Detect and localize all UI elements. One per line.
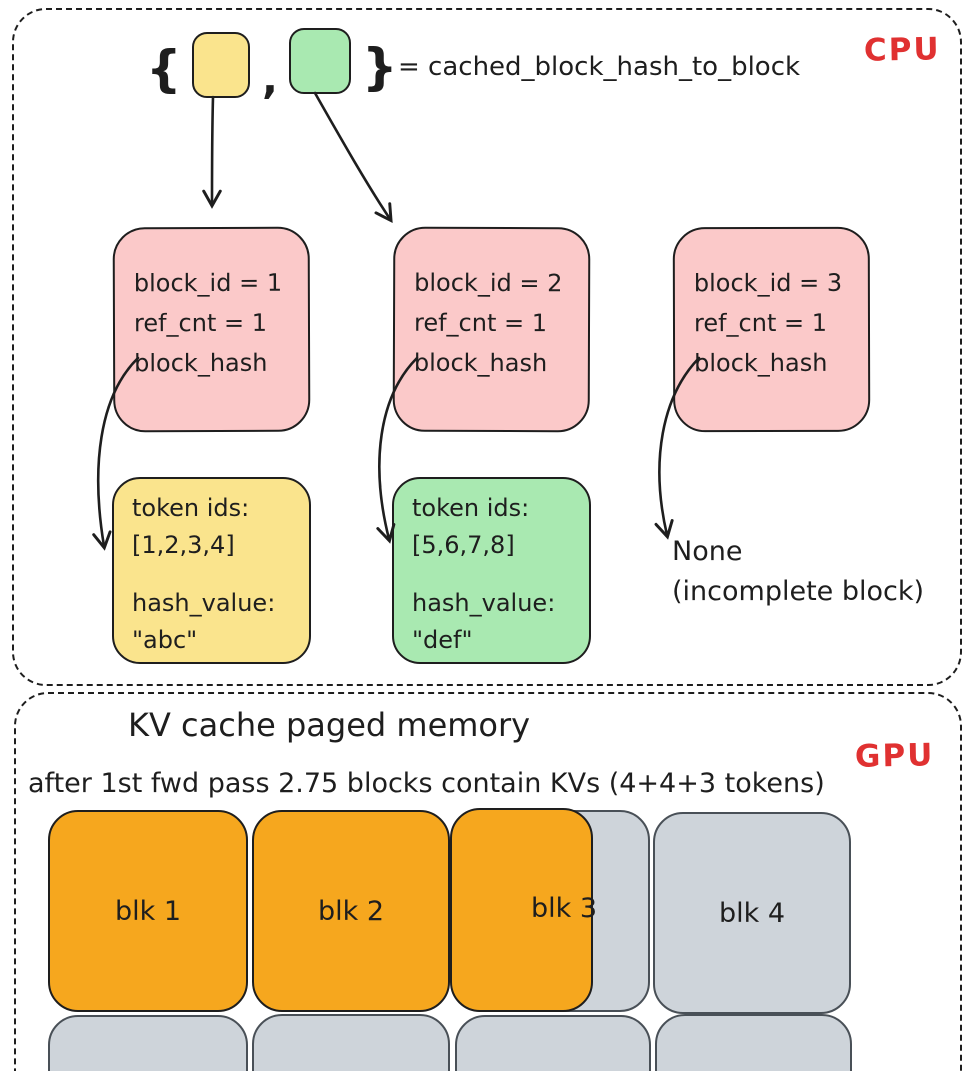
block3-hash-line: block_hash [694, 348, 828, 378]
none-note-line2: (incomplete block) [672, 576, 925, 607]
gpu-label: GPU [854, 737, 935, 775]
none-note: None (incomplete block) [672, 532, 924, 612]
hash-value-label: hash_value: [132, 589, 276, 617]
block-card-2: block_id = 2 ref_cnt = 1 block_hash [392, 226, 591, 433]
block2-ref-line: ref_cnt = 1 [413, 308, 548, 338]
spacer [132, 564, 309, 585]
block1-id-line: block_id = 1 [133, 268, 283, 298]
token-box-green: token ids: [5,6,7,8] hash_value: "def" [392, 477, 591, 664]
memory-block-row2-1 [48, 1015, 248, 1071]
memory-block-row2-3 [455, 1015, 651, 1071]
memory-block-row2-4 [655, 1014, 852, 1071]
dict-comma: , [262, 54, 278, 103]
memory-block-3-label: blk 3 [531, 893, 598, 924]
gpu-subtitle: after 1st fwd pass 2.75 blocks contain K… [28, 768, 825, 799]
memory-block-1: blk 1 [48, 810, 248, 1012]
memory-block-row2-2 [252, 1014, 450, 1071]
none-note-line1: None [672, 536, 743, 567]
yellow-key-swatch [192, 32, 250, 98]
block1-ref-line: ref_cnt = 1 [133, 308, 268, 338]
block1-hash-line: block_hash [134, 348, 268, 378]
token-ids-label: token ids: [132, 494, 250, 522]
memory-block-2: blk 2 [252, 810, 450, 1012]
token-ids-value: [1,2,3,4] [132, 531, 235, 559]
hash-value-value: "def" [412, 626, 473, 654]
block2-hash-line: block_hash [413, 348, 548, 378]
memory-block-2-label: blk 2 [317, 895, 385, 927]
memory-block-1-label: blk 1 [114, 895, 182, 927]
green-key-swatch [289, 28, 351, 94]
block3-id-line: block_id = 3 [693, 268, 843, 298]
gpu-title: KV cache paged memory [128, 706, 531, 744]
cpu-section-panel [12, 8, 962, 686]
block2-id-line: block_id = 2 [414, 268, 563, 298]
dict-open-brace: { [146, 40, 182, 98]
hash-value-label: hash_value: [412, 589, 556, 617]
token-box-yellow: token ids: [1,2,3,4] hash_value: "abc" [112, 477, 311, 664]
dict-close-brace: } [362, 38, 398, 96]
token-ids-value: [5,6,7,8] [412, 531, 515, 559]
hash-value-value: "abc" [132, 626, 198, 654]
cpu-label: CPU [863, 31, 941, 69]
block-card-3: block_id = 3 ref_cnt = 1 block_hash [672, 226, 871, 433]
memory-block-4: blk 4 [653, 812, 851, 1014]
token-ids-label: token ids: [412, 494, 530, 522]
block3-ref-line: ref_cnt = 1 [693, 308, 828, 338]
memory-block-3-filled-portion [450, 808, 593, 1012]
memory-block-4-label: blk 4 [718, 897, 786, 929]
gpu-section-panel [14, 692, 962, 1071]
dict-assignment-text: = cached_block_hash_to_block [398, 52, 801, 82]
spacer [412, 564, 589, 585]
block-card-1: block_id = 1 ref_cnt = 1 block_hash [112, 226, 311, 433]
